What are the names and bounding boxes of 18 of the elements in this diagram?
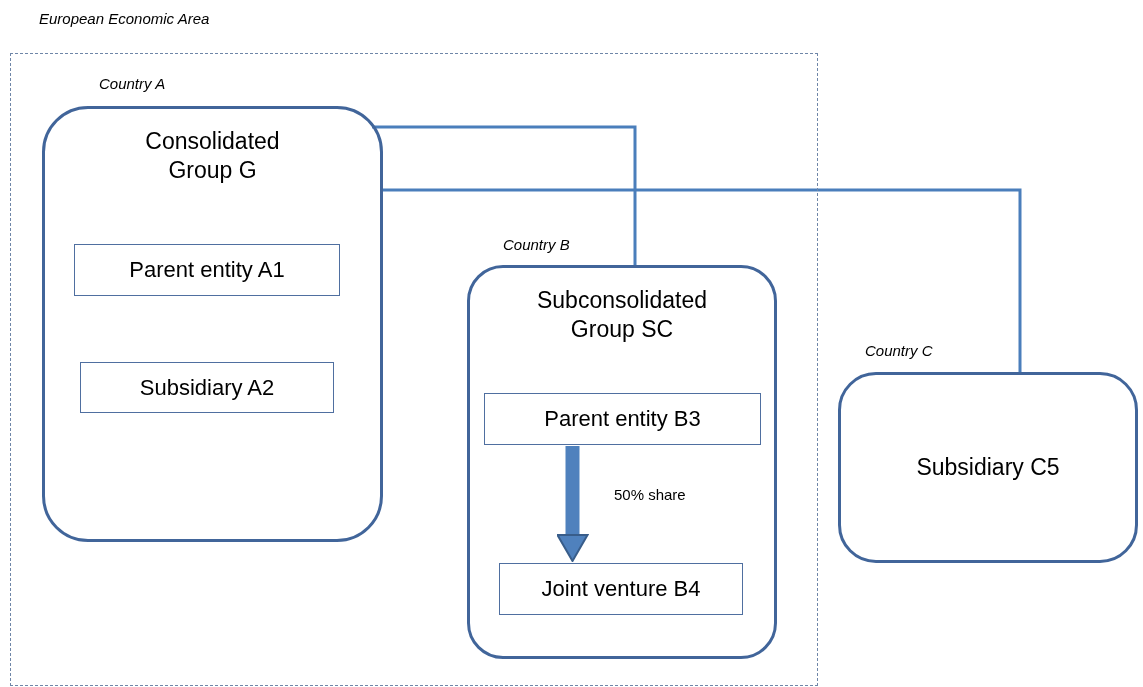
entity-box: [74, 244, 340, 296]
group-title: Subconsolidated Group SC: [535, 286, 709, 344]
country-label: Country B: [503, 236, 570, 253]
entity-label: Joint venture B4: [541, 576, 701, 602]
entity-box: [80, 362, 334, 413]
entity-box: [499, 563, 743, 615]
country-label: Country A: [99, 75, 166, 92]
entity-label: Parent entity A1: [129, 257, 285, 283]
edge-label: 50% share: [612, 486, 688, 503]
group-title: Consolidated Group G: [144, 127, 281, 185]
entity-label: Parent entity B3: [544, 406, 701, 432]
group-title: Subsidiary C5: [916, 453, 1060, 482]
country-label: Country C: [865, 342, 933, 359]
connector-line: [382, 188, 1022, 372]
block-arrow: [556, 446, 589, 562]
entity-label: Subsidiary A2: [139, 374, 275, 401]
region-label: European Economic Area: [39, 10, 210, 27]
entity-box: [484, 393, 761, 445]
